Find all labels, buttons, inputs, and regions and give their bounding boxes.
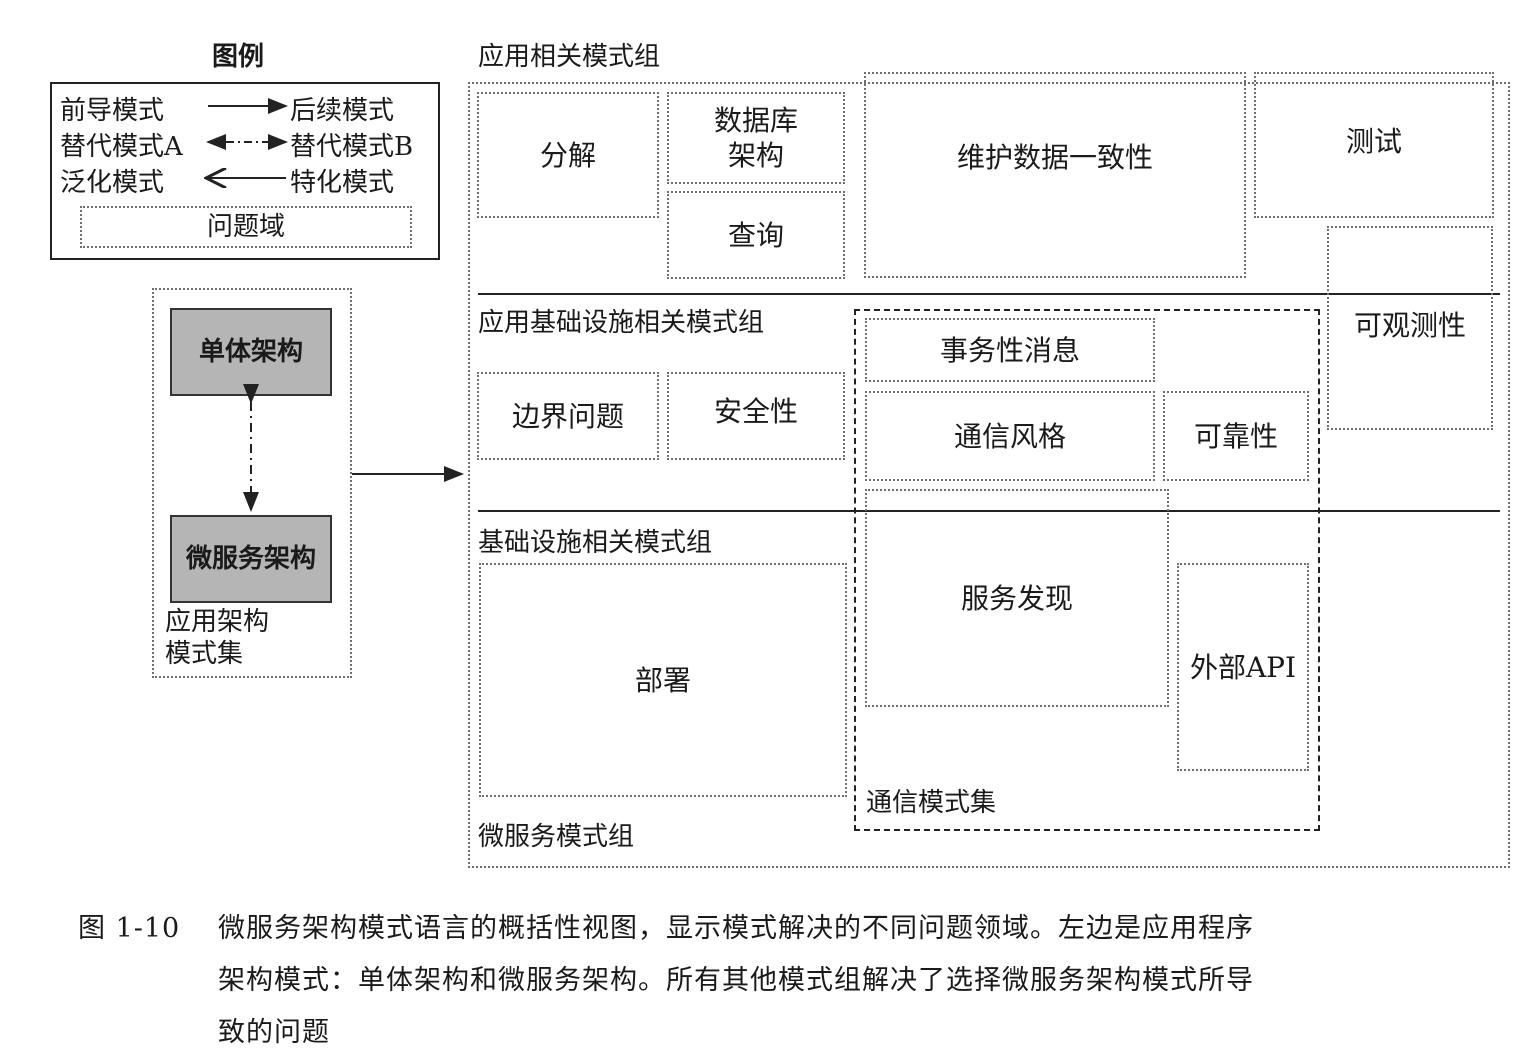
transactional-messaging-label: 事务性消息 <box>939 333 1080 367</box>
communication-style-label: 通信风格 <box>953 419 1066 453</box>
communication-pattern-set-label: 通信模式集 <box>866 788 997 818</box>
app-architecture-label: 应用架构 模式集 <box>165 606 269 670</box>
communication-pattern-set <box>854 309 1320 831</box>
figure-number: 图 1-10 <box>78 913 181 944</box>
service-discovery-box: 服务发现 <box>865 489 1169 707</box>
microservice-group-label: 微服务模式组 <box>478 822 635 852</box>
query-box: 查询 <box>667 191 845 279</box>
legend-predecessor: 前导模式 <box>60 96 165 126</box>
monolith-box: 单体架构 <box>170 308 332 396</box>
external-api-label: 外部API <box>1189 650 1297 684</box>
observability-label: 可观测性 <box>1353 309 1466 342</box>
decomposition-label: 分解 <box>539 138 596 172</box>
security-box: 安全性 <box>667 372 845 460</box>
caption-line3: 致的问题 <box>218 1017 330 1048</box>
application-group-label: 应用相关模式组 <box>478 42 661 72</box>
testing-box: 测试 <box>1254 72 1494 218</box>
legend-problem-domain: 问题域 <box>80 206 412 248</box>
security-label: 安全性 <box>713 395 798 428</box>
app-architecture-label-line1: 应用架构 <box>165 607 270 637</box>
microservice-box: 微服务架构 <box>170 515 332 603</box>
external-api-box: 外部API <box>1177 563 1309 771</box>
communication-style-box: 通信风格 <box>865 391 1155 481</box>
microservice-pattern-group <box>468 82 1510 868</box>
figure-caption: 微服务架构模式语言的概括性视图，显示模式解决的不同问题领域。左边是应用程序 架构… <box>218 903 1518 1059</box>
testing-label: 测试 <box>1345 125 1402 158</box>
reliability-box: 可靠性 <box>1163 391 1309 481</box>
observability-box: 可观测性 <box>1327 226 1493 430</box>
legend-title: 图例 <box>212 42 265 72</box>
reliability-label: 可靠性 <box>1193 419 1278 453</box>
legend-generalization: 泛化模式 <box>60 168 165 198</box>
deployment-label: 部署 <box>634 663 691 697</box>
deployment-box: 部署 <box>479 563 847 797</box>
microservice-label: 微服务架构 <box>185 543 316 574</box>
app-architecture-label-line2: 模式集 <box>165 639 244 669</box>
app-infrastructure-group-label: 应用基础设施相关模式组 <box>478 308 765 338</box>
legend-successor: 后续模式 <box>290 96 395 126</box>
query-label: 查询 <box>727 218 784 252</box>
decomposition-box: 分解 <box>477 92 659 218</box>
service-discovery-label: 服务发现 <box>960 581 1073 615</box>
infrastructure-group-label: 基础设施相关模式组 <box>478 528 713 558</box>
monolith-label: 单体架构 <box>198 336 303 367</box>
app-architecture-group <box>152 288 352 678</box>
legend-alternative-a: 替代模式A <box>60 132 183 162</box>
database-architecture-box: 数据库 架构 <box>667 92 845 184</box>
boundary-issues-box: 边界问题 <box>477 372 659 460</box>
database-architecture-line1: 数据库 <box>713 104 798 137</box>
legend-problem-domain-label: 问题域 <box>206 211 285 242</box>
caption-line1: 微服务架构模式语言的概括性视图，显示模式解决的不同问题领域。左边是应用程序 <box>218 913 1254 944</box>
database-architecture-line2: 架构 <box>727 139 784 172</box>
legend-arrows <box>202 98 288 204</box>
legend-alternative-b: 替代模式B <box>290 132 414 162</box>
legend-box: 前导模式 后续模式 替代模式A 替代模式B 泛化模式 特化模式 问题域 <box>50 82 440 260</box>
data-consistency-box: 维护数据一致性 <box>864 72 1246 278</box>
legend-specialization: 特化模式 <box>290 168 395 198</box>
data-consistency-label: 维护数据一致性 <box>956 141 1153 174</box>
database-architecture-label: 数据库 架构 <box>714 103 798 173</box>
caption-line2: 架构模式：单体架构和微服务架构。所有其他模式组解决了选择微服务架构模式所导 <box>218 965 1254 996</box>
divider-infra <box>478 510 1500 512</box>
divider-app-infra <box>478 293 1500 295</box>
transactional-messaging-box: 事务性消息 <box>865 318 1155 382</box>
boundary-issues-label: 边界问题 <box>511 399 624 433</box>
